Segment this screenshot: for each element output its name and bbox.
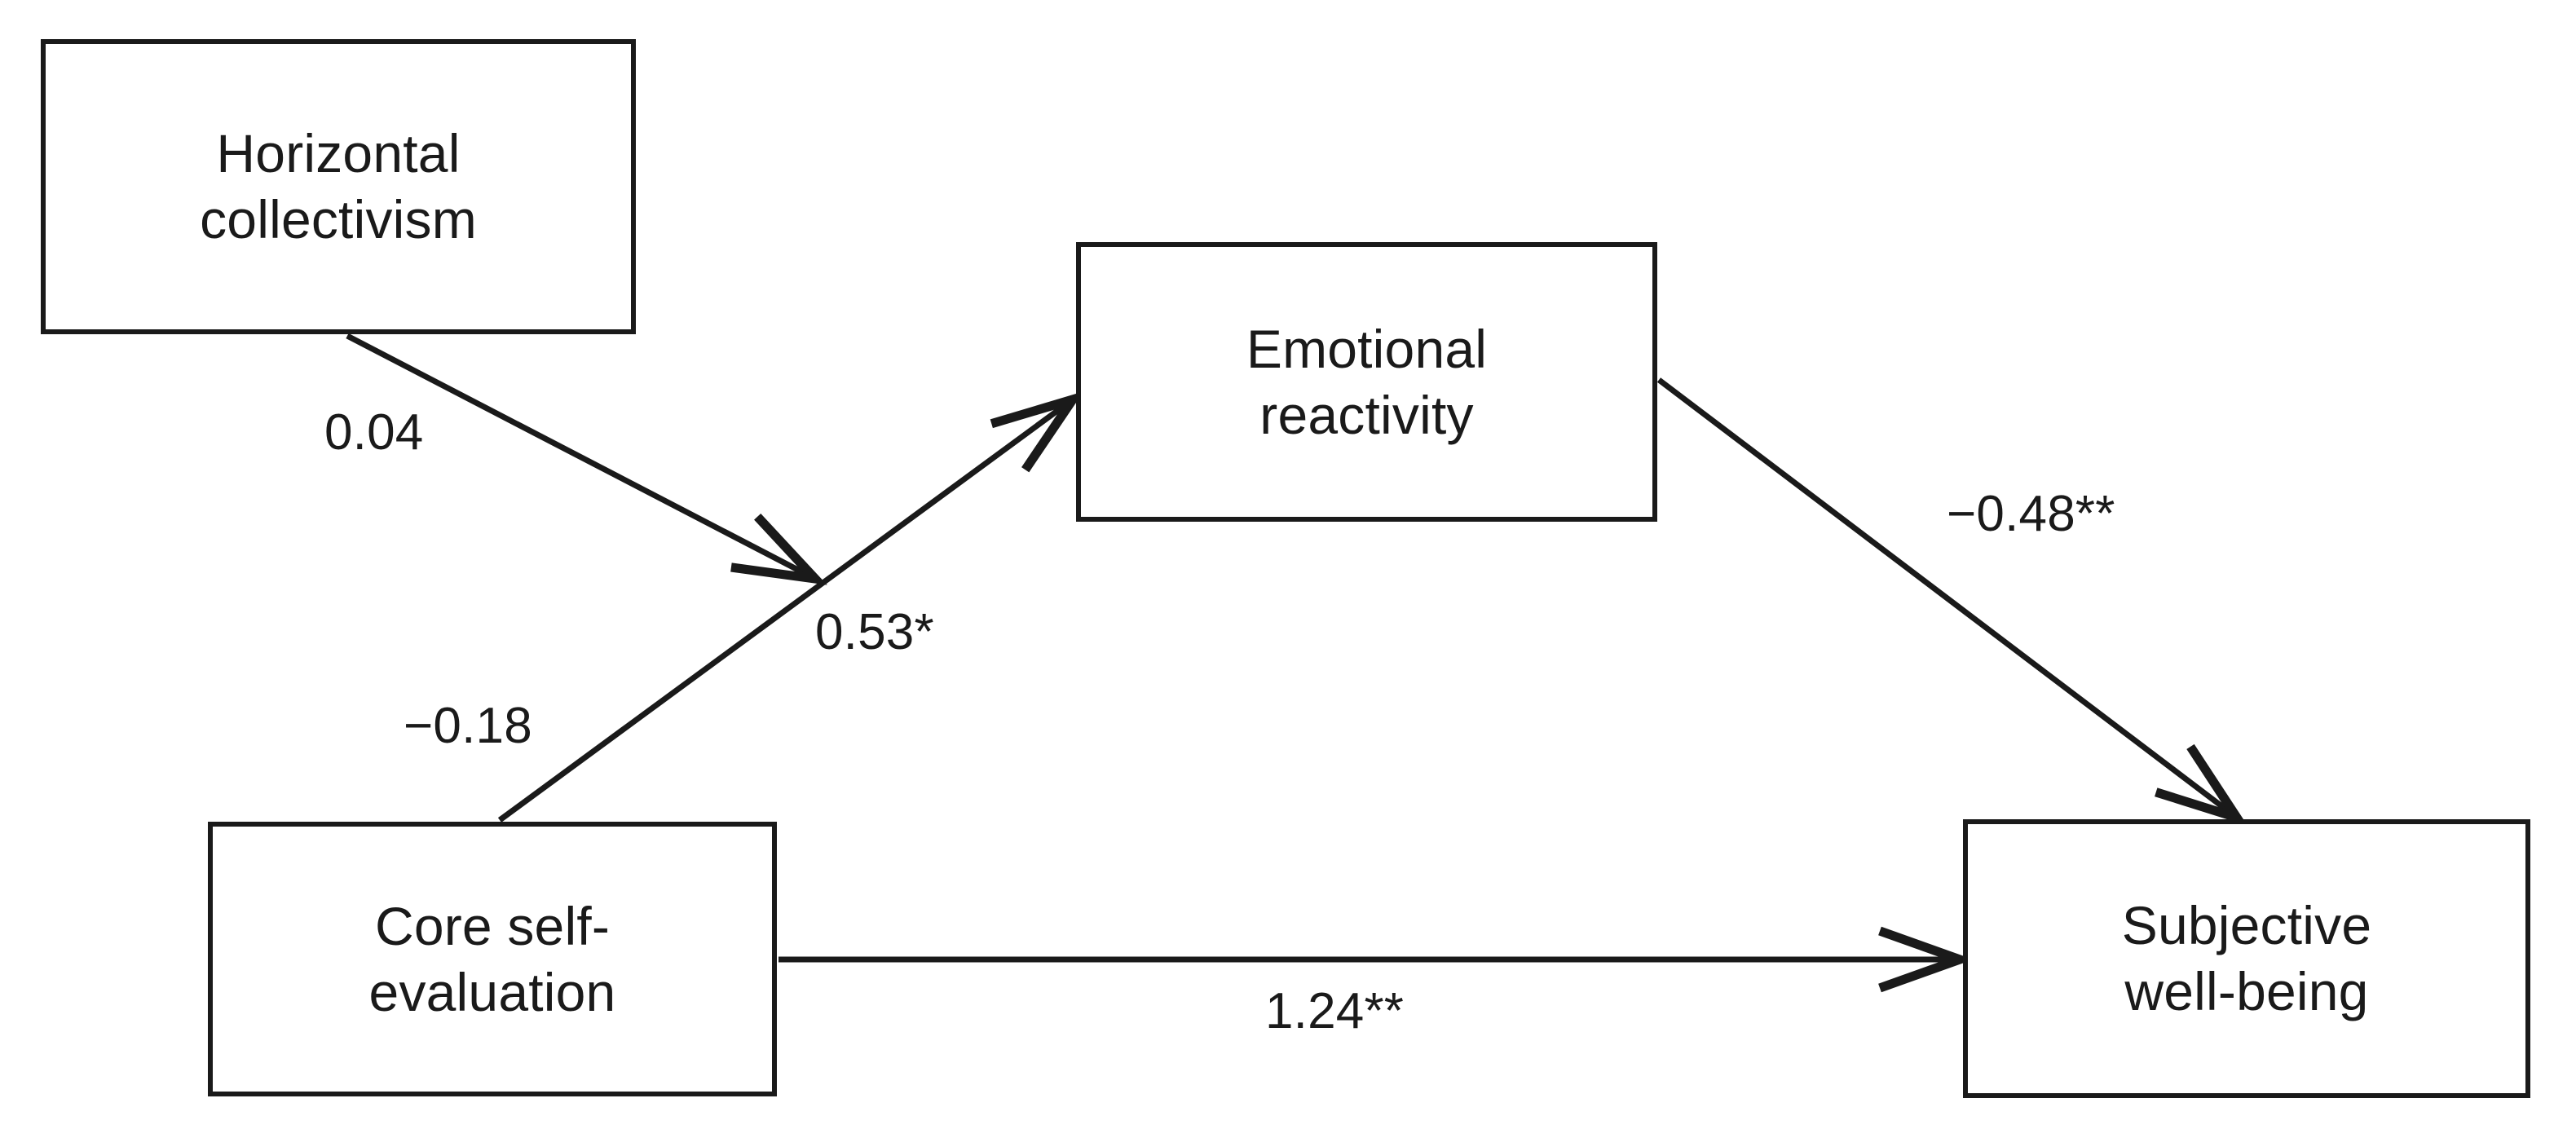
node-label-emotional-reactivity: Emotional reactivity [1246,318,1488,445]
edge-label-hc-moderation: −0.18 [404,698,532,754]
node-emotional-reactivity: Emotional reactivity [1076,242,1657,522]
node-horizontal-collectivism: Horizontal collectivism [41,39,636,334]
edge-label-cse-to-swb: 1.24** [1265,983,1405,1039]
edge-hc-to-path [346,333,827,585]
node-label-horizontal-collectivism: Horizontal collectivism [200,123,477,249]
edge-er-to-swb [1656,377,2248,827]
edge-cse-to-er [497,391,1084,823]
node-subjective-well-being: Subjective well-being [1963,819,2530,1098]
edge-label-hc-to-path: 0.04 [324,404,424,461]
node-label-subjective-well-being: Subjective well-being [2121,895,2372,1021]
node-label-core-self-evaluation: Core self- evaluation [368,895,616,1022]
node-core-self-evaluation: Core self- evaluation [208,822,777,1096]
edge-label-er-to-swb: −0.48** [1947,486,2115,542]
edge-label-cse-to-er: 0.53* [815,604,934,660]
